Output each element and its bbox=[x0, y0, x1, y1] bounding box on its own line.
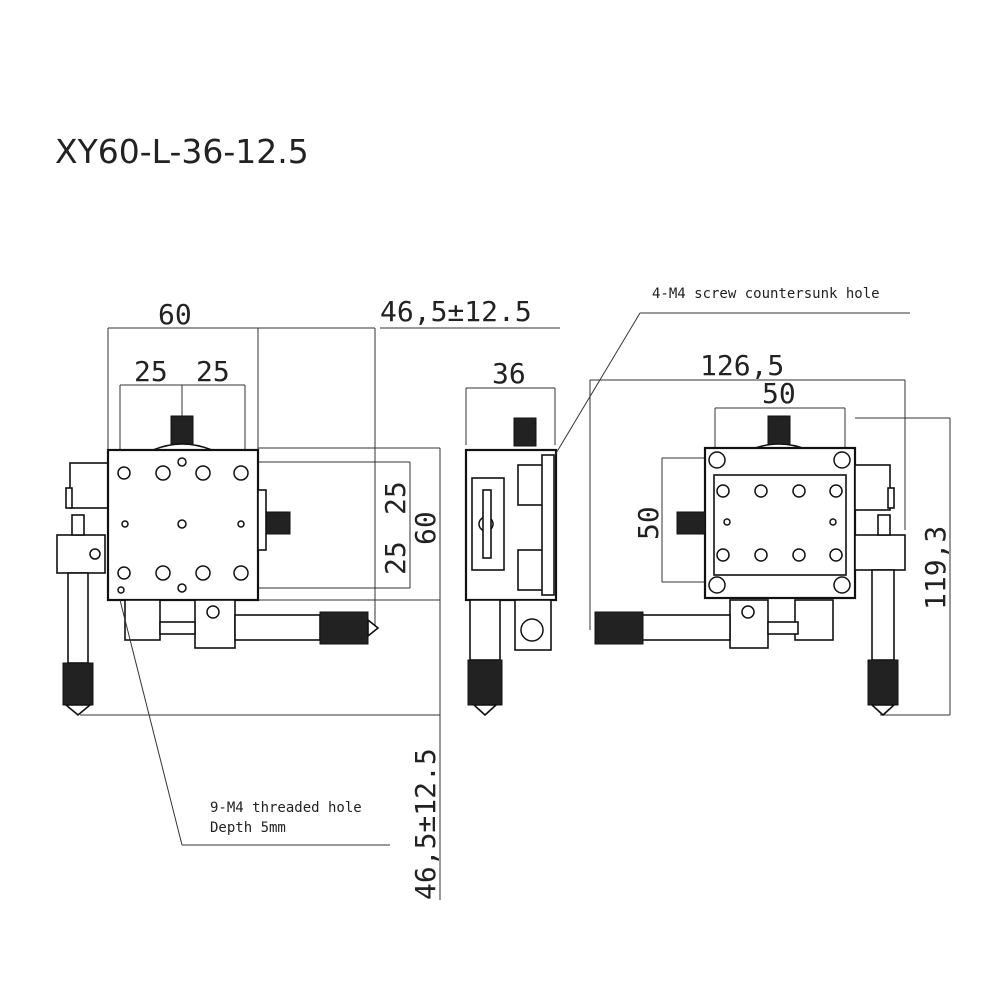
dim-travel-y: 46,5±12.5 bbox=[409, 748, 442, 900]
dim-front-width: 60 bbox=[158, 298, 192, 331]
front-view: 60 46,5±12.5 25 25 25 25 60 46,5±12.5 bbox=[56, 295, 560, 900]
dim-back-hole-span: 50 bbox=[762, 377, 796, 410]
dim-front-left-25: 25 bbox=[134, 355, 168, 388]
dim-front-right-25: 25 bbox=[196, 355, 230, 388]
side-view: 36 bbox=[464, 357, 558, 717]
dim-travel-x: 46,5±12.5 bbox=[380, 295, 532, 328]
dim-side-width: 36 bbox=[492, 357, 526, 390]
note-threaded-line1: 9-M4 threaded hole bbox=[210, 800, 362, 816]
back-view: 126,5 50 119,3 50 bbox=[589, 349, 952, 717]
front-holes bbox=[117, 457, 249, 594]
dim-back-total-height: 119,3 bbox=[919, 526, 952, 610]
note-countersunk: 4-M4 screw countersunk hole bbox=[652, 286, 880, 302]
dim-back-total: 126,5 bbox=[700, 349, 784, 382]
dim-back-hole-vspan: 50 bbox=[632, 506, 665, 540]
back-holes bbox=[708, 451, 851, 594]
dim-right-lower-25: 25 bbox=[379, 541, 412, 575]
drawing-title: XY60-L-36-12.5 bbox=[55, 132, 309, 171]
note-threaded-line2: Depth 5mm bbox=[210, 820, 286, 836]
dim-front-height: 60 bbox=[409, 511, 442, 545]
dim-right-upper-25: 25 bbox=[379, 481, 412, 515]
